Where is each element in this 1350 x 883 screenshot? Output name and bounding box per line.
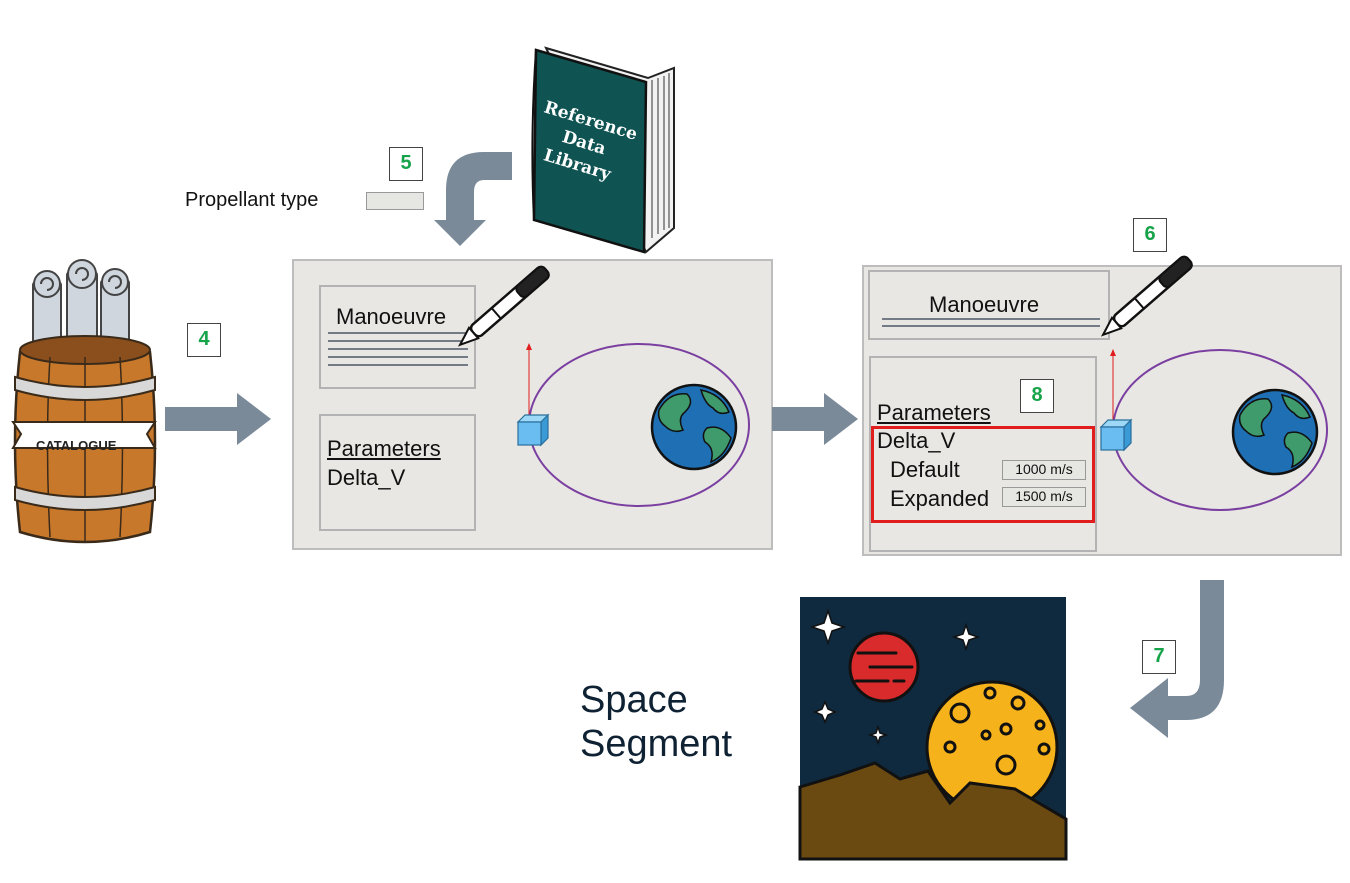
space-segment-title: Space Segment [580,678,732,766]
expanded-label: Expanded [890,486,990,511]
parameters-label-2: Parameters [877,400,991,425]
arrow-curved-down [434,152,512,246]
parameters-box-2 [869,356,1097,552]
propellant-type-label: Propellant type [185,189,319,211]
delta-v-label-1: Delta_V [327,465,406,490]
satellite-cube-icon [516,413,550,447]
propellant-type-field[interactable] [366,192,424,210]
space-segment-line-1: Space [580,679,688,721]
pen-icon [457,265,550,347]
space-scene-icon [798,597,1068,861]
step-8-badge: 8 [1020,379,1054,413]
catalogue-barrel-icon [11,259,157,544]
parameters-box-1 [319,414,476,531]
step-4-badge: 4 [187,323,221,357]
book-icon [531,46,675,254]
parameters-label-1: Parameters [327,436,441,461]
default-value-field[interactable]: 1000 m/s [1002,460,1086,480]
earth-icon-2 [1231,388,1319,476]
pen-icon-2 [1100,255,1193,337]
satellite-cube-icon-2 [1099,418,1133,452]
delta-v-label-2: Delta_V [877,428,956,453]
expanded-value-field[interactable]: 1500 m/s [1002,487,1086,507]
catalogue-label: CATALOGUE [36,438,117,453]
manoeuvre-label-2: Manoeuvre [929,292,1040,317]
step-7-badge: 7 [1142,640,1176,674]
arrow-right-2 [772,393,858,445]
step-6-badge: 6 [1133,218,1167,252]
delta-v-highlight [871,426,1095,523]
arrow-right-1 [165,393,271,445]
manoeuvre-box-1 [319,285,476,389]
step-5-badge: 5 [389,147,423,181]
manoeuvre-label-1: Manoeuvre [336,304,447,329]
manoeuvre-box-2 [868,270,1110,340]
earth-icon [650,383,738,471]
space-segment-line-2: Segment [580,723,733,765]
manoeuvre-lines-1 [328,332,468,366]
default-label: Default [890,457,960,482]
arrow-curved-down-left [1130,580,1224,738]
manoeuvre-lines-2 [882,318,1100,327]
